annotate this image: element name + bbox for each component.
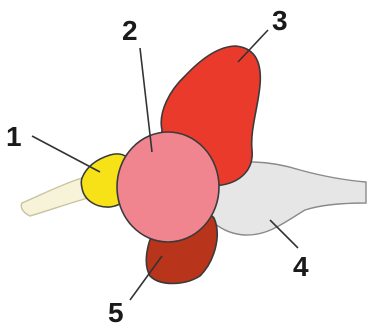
- callout-1: 1: [6, 121, 22, 152]
- callout-4: 4: [293, 251, 309, 282]
- leader-line-1: [32, 136, 100, 172]
- callout-3: 3: [272, 5, 288, 36]
- spinal-cord-shape: [21, 178, 88, 216]
- callout-2: 2: [122, 15, 138, 46]
- part-2-shape: [117, 132, 219, 242]
- leader-line-4: [270, 220, 298, 248]
- callout-5: 5: [108, 297, 124, 328]
